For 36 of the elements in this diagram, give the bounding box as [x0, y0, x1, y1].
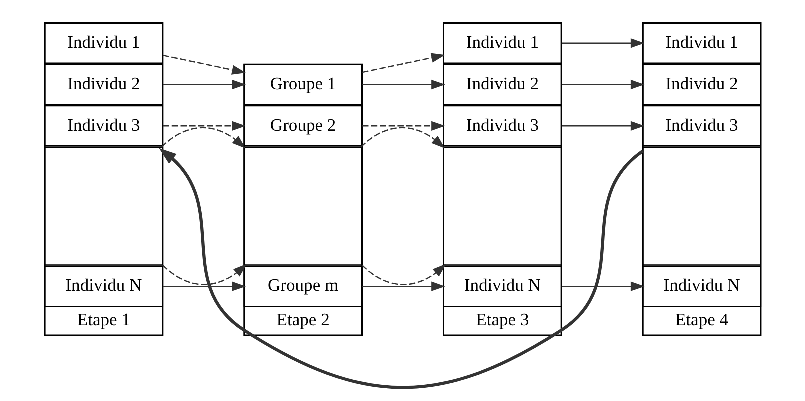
node-box: Individu 1 [642, 22, 762, 64]
arrow [362, 282, 445, 292]
arrow [561, 80, 644, 90]
node-box: Individu 3 [44, 105, 164, 147]
node-box: Groupe 1 [243, 64, 362, 106]
arrow [561, 121, 644, 131]
node-box [243, 146, 362, 266]
arrow [561, 38, 644, 48]
node-box [44, 146, 164, 266]
arrow [162, 80, 246, 90]
node-box [442, 146, 562, 266]
node-box [642, 146, 762, 266]
arrow [362, 53, 445, 74]
node-box: Individu N [442, 266, 562, 308]
node-box: Individu 1 [44, 22, 164, 64]
node-box: Individu N [642, 266, 762, 308]
arrow [162, 121, 246, 131]
node-box: Individu 1 [442, 22, 562, 64]
node-box: Individu N [44, 266, 164, 308]
node-box: Individu 2 [642, 64, 762, 106]
arrow [361, 264, 446, 286]
arrow [362, 80, 445, 90]
node-box: Individu 3 [642, 105, 762, 147]
arrow [162, 54, 246, 75]
arrow [360, 127, 445, 149]
arrow [158, 148, 644, 390]
arrow [561, 282, 644, 292]
node-box: Individu 2 [442, 64, 562, 106]
arrow [162, 282, 246, 292]
node-box: Individu 2 [44, 64, 164, 106]
arrow [162, 264, 247, 286]
node-box: Individu 3 [442, 105, 562, 147]
arrow [362, 121, 445, 131]
node-box: Groupe m [243, 266, 362, 308]
arrow [160, 127, 246, 149]
node-box: Groupe 2 [243, 105, 362, 147]
